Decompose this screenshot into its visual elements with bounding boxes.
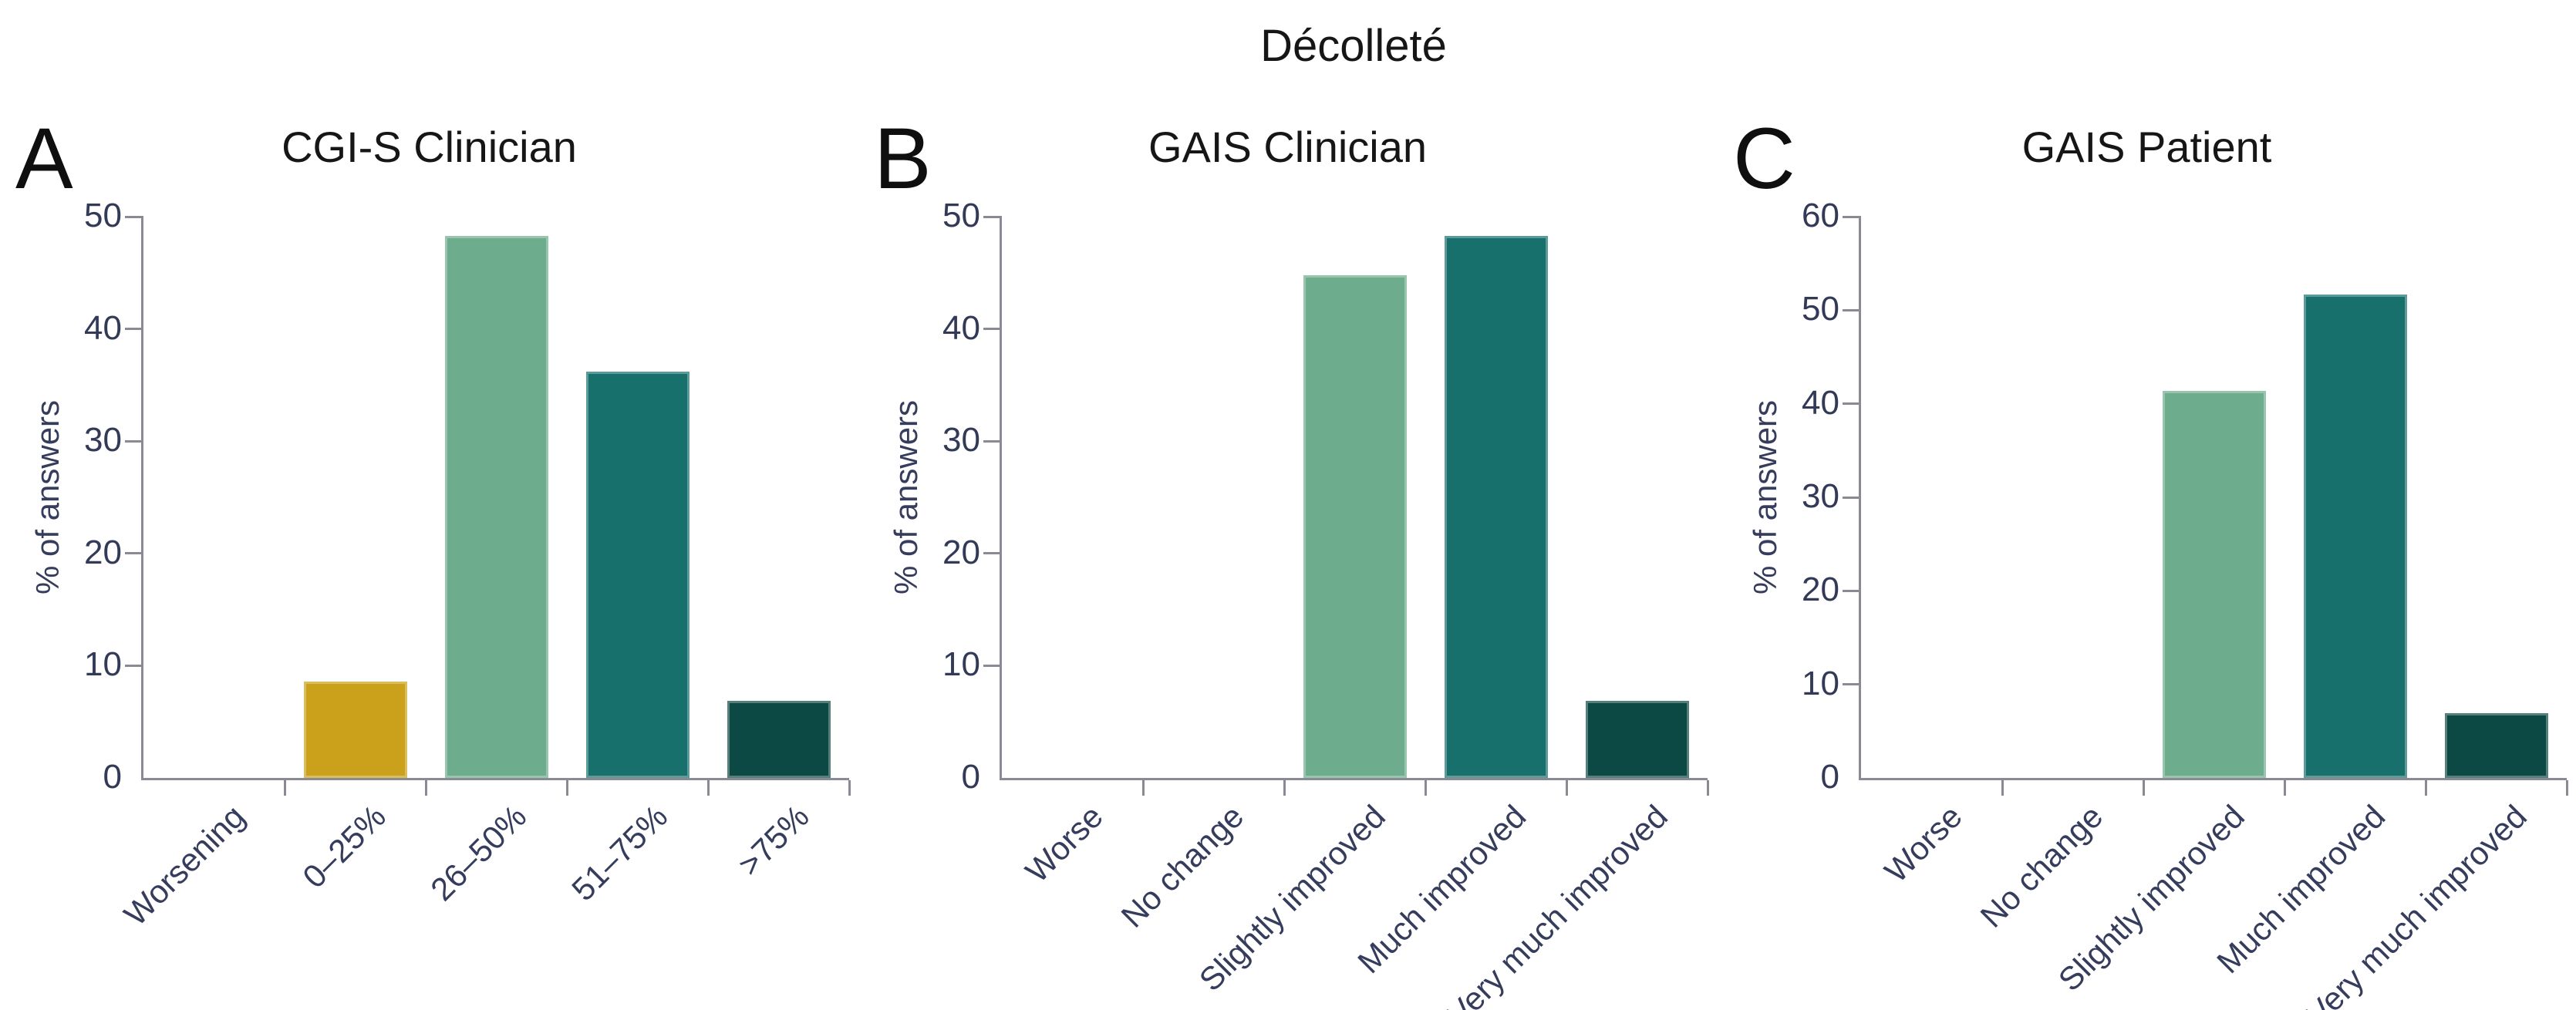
x-axis-tick: [2283, 780, 2286, 796]
x-axis-tick: [2001, 780, 2004, 796]
y-axis-tick: [1843, 683, 1861, 686]
y-axis-label: % of answers: [1747, 399, 1783, 595]
figure-title: Décolleté: [1260, 21, 1447, 71]
panel-letter-b: B: [874, 110, 932, 207]
bar-slightly-improved: [1303, 274, 1407, 778]
bar-much-improved: [2303, 294, 2407, 778]
panel-gais-patient: C GAIS Patient % of answers 0 10 20 30 40 50 6…: [1718, 0, 2576, 1010]
y-axis-tick: [983, 552, 1002, 555]
bar-0-25-: [303, 681, 407, 778]
x-tick-label: Worsening: [116, 798, 251, 933]
y-tick-label: 50: [1802, 290, 1839, 328]
y-tick-label: 20: [84, 533, 122, 571]
x-axis-tick: [424, 780, 427, 796]
bar-26-50-: [444, 235, 548, 778]
y-tick-label: 40: [84, 308, 122, 347]
panel-cgi-s-clinician: A CGI-S Clinician % of answers 0 10 20 30 40…: [0, 0, 858, 1010]
x-axis-tick: [1141, 780, 1145, 796]
y-axis-tick: [1843, 215, 1861, 218]
x-axis-tick: [565, 780, 568, 796]
y-tick-label: 40: [1802, 383, 1839, 422]
bar-slightly-improved: [2162, 390, 2266, 778]
x-axis-tick: [1706, 780, 1709, 796]
y-tick-label: 0: [1820, 758, 1839, 796]
x-tick-label: Worse: [1877, 798, 1969, 890]
y-tick-label: 20: [1802, 571, 1839, 609]
y-tick-label: 10: [1802, 664, 1839, 702]
y-tick-label: 0: [103, 758, 122, 796]
y-tick-label: 30: [1802, 477, 1839, 515]
y-axis-tick: [1843, 496, 1861, 499]
y-axis-label: % of answers: [29, 399, 66, 595]
y-tick-label: 10: [942, 645, 980, 684]
y-tick-label: 50: [84, 197, 122, 234]
x-axis-tick: [1565, 780, 1568, 796]
y-axis-tick: [125, 215, 143, 218]
y-axis-tick: [125, 552, 143, 555]
panel-letter-a: A: [15, 110, 73, 207]
x-tick-label: No change: [1114, 798, 1251, 934]
x-tick-label: 0–25%: [295, 798, 393, 895]
x-axis-tick: [2565, 780, 2568, 796]
y-axis-tick: [983, 215, 1002, 218]
panel-title-cgi-s-clinician: CGI-S Clinician: [282, 123, 577, 171]
panel-letter-c: C: [1733, 110, 1795, 207]
y-axis-tick: [125, 439, 143, 443]
y-axis-tick: [983, 664, 1002, 667]
bar-much-improved: [1444, 235, 1548, 778]
y-axis-tick: [1843, 308, 1861, 311]
x-axis-tick: [1424, 780, 1427, 796]
y-axis-tick: [983, 328, 1002, 331]
y-tick-label: 20: [942, 533, 980, 571]
panel-title-gais-clinician: GAIS Clinician: [1148, 123, 1428, 171]
y-tick-label: 40: [942, 308, 980, 347]
y-axis-label: % of answers: [888, 399, 924, 595]
y-tick-label: 60: [1802, 197, 1839, 234]
x-axis-tick: [2142, 780, 2145, 796]
x-tick-label: No change: [1973, 798, 2110, 934]
y-axis-tick: [125, 328, 143, 331]
y-tick-label: 30: [84, 421, 122, 460]
x-axis-tick: [706, 780, 710, 796]
x-axis-tick: [848, 780, 851, 796]
y-tick-label: 10: [84, 645, 122, 684]
x-axis-tick: [283, 780, 286, 796]
y-tick-label: 50: [942, 197, 980, 234]
x-tick-label: 26–50%: [423, 798, 534, 908]
x-tick-label: Worse: [1018, 798, 1110, 890]
y-tick-label: 30: [942, 421, 980, 460]
y-axis-tick: [125, 664, 143, 667]
y-axis-tick: [983, 439, 1002, 443]
bar-51-75-: [585, 371, 690, 778]
x-tick-label: 51–75%: [565, 798, 675, 908]
panel-title-gais-patient: GAIS Patient: [2021, 123, 2272, 171]
x-axis-tick: [2424, 780, 2427, 796]
y-tick-label: 0: [961, 758, 980, 796]
bar--75-: [727, 700, 831, 778]
bar-very-much-improved: [1585, 700, 1689, 778]
y-axis-tick: [1843, 402, 1861, 406]
x-axis-tick: [1283, 780, 1286, 796]
x-tick-label: >75%: [730, 798, 816, 884]
bar-very-much-improved: [2444, 713, 2548, 778]
y-axis-tick: [1843, 589, 1861, 592]
panel-gais-clinician: B GAIS Clinician % of answers 0 10 20 30 40 5…: [858, 0, 1717, 1010]
